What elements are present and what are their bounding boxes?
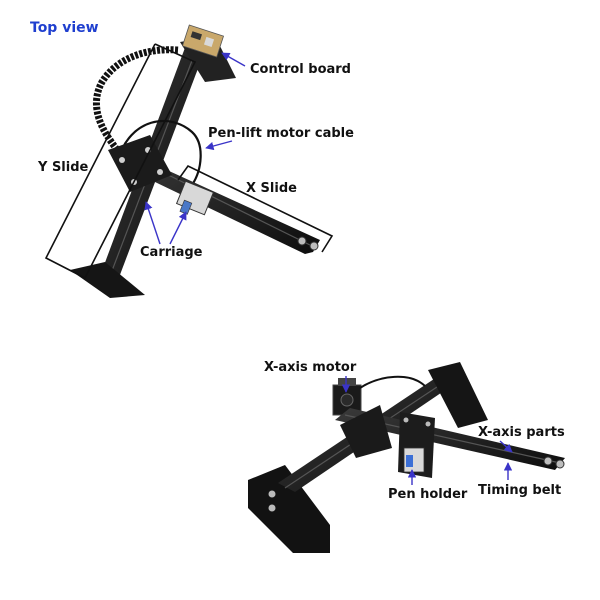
label-timing-belt: Timing belt [478,483,561,498]
top-view-title: Top view [30,20,99,36]
label-pen-holder: Pen holder [388,487,468,502]
label-x-axis-parts: X-axis parts [478,425,565,440]
control-board [181,24,225,58]
motor-cable [359,375,426,389]
label-y-slide: Y Slide [37,160,89,175]
label-x-slide: X Slide [246,181,297,196]
label-control-board: Control board [250,62,351,77]
y-axis-end-plate [248,465,330,553]
pen-holder-top [175,180,215,216]
pen-lift-motor-cable [116,119,202,186]
label-carriage: Carriage [140,245,203,260]
x-axis-motor [332,378,362,416]
isometric-illustration: X-axis motor X-axis parts Pen holder Tim… [248,360,565,553]
x-slide-bracket [177,164,334,253]
x-slide-rail [130,150,320,254]
pen-holder [398,412,435,478]
top-view-illustration: Top view [30,20,354,298]
y-slide-foot [70,262,145,298]
x-carriage-block [340,405,392,458]
y-slide-bracket [44,43,197,280]
label-pen-lift-motor-cable: Pen-lift motor cable [208,126,354,141]
label-x-axis-motor: X-axis motor [264,360,357,375]
back-end-plate [428,362,488,428]
